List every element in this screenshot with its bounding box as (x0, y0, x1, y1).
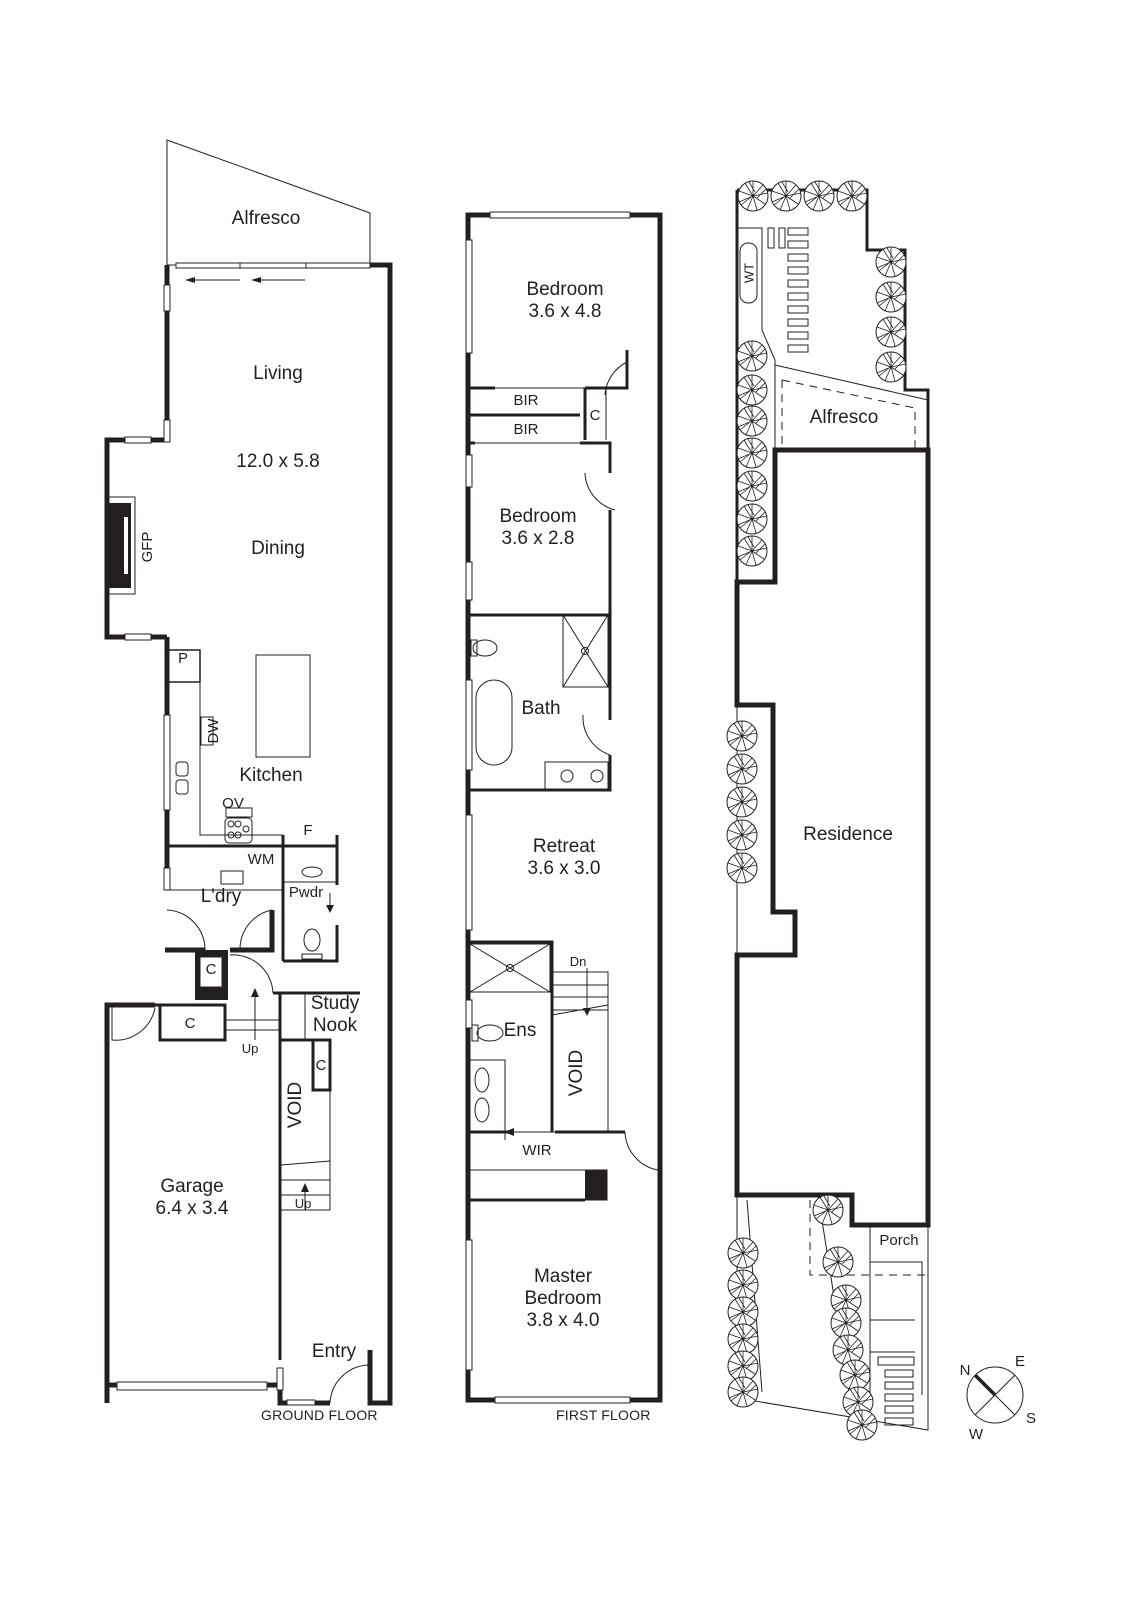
compass-north: N (959, 1362, 971, 1379)
room-label-entry: Entry (311, 1341, 357, 1362)
compass-south: S (1025, 1410, 1037, 1427)
room-label-alfresco: Alfresco (809, 407, 879, 428)
room-size-living-dining: 12.0 x 5.8 (236, 451, 320, 472)
stairs-up-label: Up (241, 1041, 259, 1056)
compass-east: E (1014, 1353, 1026, 1370)
room-size-retreat: 3.6 x 3.0 (527, 858, 601, 879)
room-label-dining: Dining (251, 538, 305, 559)
oven-label: OV (222, 795, 244, 812)
room-label-wir: WIR (522, 1142, 552, 1159)
bir-label: BIR (513, 421, 539, 438)
gas-fireplace-label: GFP (139, 531, 156, 563)
compass-icon (966, 1366, 1024, 1424)
room-label-powder: Pwdr (288, 884, 324, 901)
room-label-garage: Garage (160, 1176, 224, 1197)
room-label-residence: Residence (803, 824, 893, 845)
stairs-down-label: Dn (569, 954, 587, 969)
cupboard-label: C (205, 961, 217, 978)
void-label: VOID (566, 1049, 587, 1097)
room-label-master-bedroom: Bedroom (524, 1288, 602, 1309)
first-floor-plan (465, 211, 663, 1404)
room-label-master: Master (533, 1266, 593, 1287)
alfresco-outline (166, 139, 371, 266)
room-label-study: Study (310, 993, 360, 1014)
room-size-bedroom: 3.6 x 4.8 (528, 301, 602, 322)
room-label-retreat: Retreat (532, 836, 596, 857)
room-label-laundry: L'dry (200, 886, 242, 907)
cupboard-label: C (184, 1015, 196, 1032)
tree-icons (726, 180, 907, 1441)
cupboard-label: C (589, 407, 601, 424)
washing-machine-label: WM (247, 851, 275, 868)
ground-floor-caption: GROUND FLOOR (261, 1407, 378, 1423)
site-plan (726, 180, 1024, 1441)
cupboard-label: C (315, 1057, 327, 1074)
room-label-living: Living (253, 363, 303, 384)
compass-west: W (968, 1426, 984, 1443)
dishwasher-label: DW (205, 718, 222, 744)
room-label-kitchen: Kitchen (239, 765, 303, 786)
room-label-bedroom: Bedroom (499, 506, 577, 527)
bir-label: BIR (513, 392, 539, 409)
room-label-ensuite: Ens (503, 1020, 537, 1041)
stairs-up-label: Up (294, 1196, 312, 1211)
pantry-label: P (177, 650, 189, 667)
room-size-master: 3.8 x 4.0 (526, 1310, 600, 1331)
water-tank-label: WT (741, 262, 757, 284)
room-label-nook: Nook (312, 1015, 358, 1036)
room-size-bedroom: 3.6 x 2.8 (501, 528, 575, 549)
room-size-garage: 6.4 x 3.4 (155, 1198, 229, 1219)
room-label-porch: Porch (879, 1232, 919, 1249)
void-label: VOID (285, 1081, 306, 1129)
ground-floor-plan (104, 139, 393, 1406)
first-floor-caption: FIRST FLOOR (556, 1407, 651, 1423)
room-label-bath: Bath (521, 698, 561, 719)
room-label-alfresco: Alfresco (231, 208, 301, 229)
fridge-label: F (303, 822, 313, 839)
room-label-bedroom: Bedroom (526, 279, 604, 300)
